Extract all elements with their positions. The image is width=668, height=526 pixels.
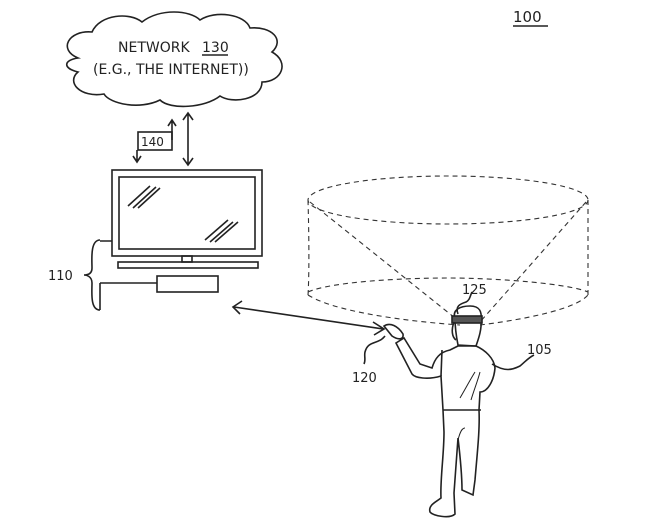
handheld-controller bbox=[382, 323, 404, 340]
user-head bbox=[453, 305, 483, 347]
tv-base bbox=[117, 261, 259, 269]
downlink-arrow-icon bbox=[132, 150, 142, 164]
link-label: 140 bbox=[141, 135, 164, 149]
system-brace bbox=[83, 239, 101, 311]
network-ref: 130 bbox=[202, 40, 229, 56]
user-figure bbox=[382, 305, 496, 518]
controller-connection-arrow-icon bbox=[231, 300, 386, 336]
system-label: 110 bbox=[48, 269, 73, 284]
controller-label: 120 bbox=[352, 371, 377, 386]
network-title: NETWORK bbox=[118, 40, 190, 56]
link-label-box bbox=[137, 131, 173, 151]
headset-leader bbox=[456, 291, 473, 315]
headset-label: 125 bbox=[462, 283, 487, 298]
network-cloud bbox=[65, 11, 283, 108]
network-subtitle: (E.G., THE INTERNET)) bbox=[93, 62, 249, 78]
play-area-bottom-back bbox=[307, 277, 589, 293]
screen-glare bbox=[127, 185, 239, 243]
system-cables bbox=[99, 240, 157, 310]
network-connection-arrow-icon bbox=[182, 111, 194, 167]
tv-screen bbox=[118, 176, 256, 250]
headset bbox=[451, 315, 483, 324]
play-area-sides bbox=[307, 199, 589, 296]
figure-label: 100 bbox=[513, 8, 542, 26]
television bbox=[111, 169, 263, 257]
console-box bbox=[156, 275, 219, 293]
field-of-view-lines bbox=[309, 201, 587, 323]
tv-stand bbox=[181, 255, 193, 263]
controller-leader bbox=[363, 335, 386, 365]
user-leader bbox=[491, 354, 535, 371]
play-area-bottom bbox=[307, 294, 589, 326]
user-label: 105 bbox=[527, 343, 552, 358]
play-area-top bbox=[307, 175, 589, 225]
